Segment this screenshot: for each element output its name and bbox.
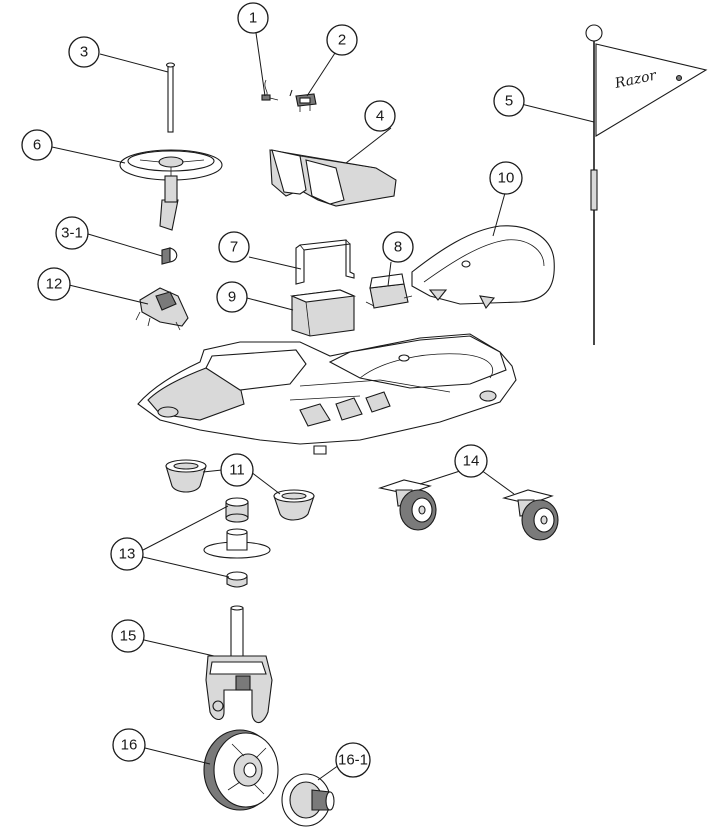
callout-9: 9 — [217, 282, 247, 312]
part-3-shaft-bolt — [167, 63, 175, 132]
callout-13-label: 13 — [119, 546, 136, 563]
part-4-front-shroud — [270, 150, 396, 206]
callout-15-label: 15 — [120, 628, 137, 645]
callout-8: 8 — [383, 232, 413, 262]
callout-10-label: 10 — [498, 170, 515, 187]
callout-12: 12 — [38, 268, 70, 300]
callout-1: 1 — [238, 3, 268, 33]
callout-6: 6 — [22, 130, 52, 160]
callout-7: 7 — [219, 232, 249, 262]
callout-8-label: 8 — [394, 239, 402, 256]
callout-4-label: 4 — [376, 108, 384, 125]
callout-16: 16 — [113, 729, 145, 761]
part-12-throttle-grip — [136, 288, 188, 330]
part-16-rear-wheel — [204, 730, 278, 810]
part-7-battery-bracket — [296, 240, 354, 284]
part-14-caster-wheel-left — [380, 480, 436, 530]
callout-16-1-label: 16-1 — [338, 752, 368, 769]
callout-14: 14 — [455, 445, 487, 477]
part-11-caster-socket-left — [166, 460, 206, 492]
callout-11-label: 11 — [229, 462, 245, 479]
callout-16-1: 16-1 — [336, 743, 370, 777]
callout-7-label: 7 — [230, 239, 238, 256]
callout-12-label: 12 — [46, 276, 63, 293]
callout-3: 3 — [69, 37, 99, 67]
callout-11: 11 — [221, 454, 253, 486]
part-14-caster-wheel-right — [504, 490, 558, 540]
part-11-caster-socket-right — [274, 490, 314, 520]
callout-16-label: 16 — [121, 737, 138, 754]
callout-5: 5 — [494, 86, 524, 116]
part-15-rear-fork — [206, 606, 272, 723]
part-3-1-wedge — [162, 248, 177, 264]
part-2-rocker-switch — [296, 94, 316, 112]
part-10-seat — [412, 226, 554, 308]
callout-2: 2 — [327, 25, 357, 55]
part-16-1-wheel-hub — [282, 774, 334, 826]
callout-3-1-label: 3-1 — [61, 225, 83, 242]
callout-5-label: 5 — [505, 93, 513, 110]
callout-10: 10 — [490, 162, 522, 194]
callout-4: 4 — [365, 101, 395, 131]
callout-13: 13 — [111, 538, 143, 570]
callout-9-label: 9 — [228, 289, 236, 306]
callout-1-label: 1 — [249, 10, 257, 27]
callout-14-label: 14 — [463, 453, 480, 470]
part-6-steering-wheel — [120, 150, 222, 230]
callout-15: 15 — [112, 620, 144, 652]
callout-3-label: 3 — [80, 44, 88, 61]
part-9-battery — [292, 290, 354, 336]
callout-2-label: 2 — [338, 32, 346, 49]
part-5-safety-flag: Razor — [586, 25, 706, 345]
callout-6-label: 6 — [33, 137, 41, 154]
callout-3-1: 3-1 — [56, 217, 88, 249]
